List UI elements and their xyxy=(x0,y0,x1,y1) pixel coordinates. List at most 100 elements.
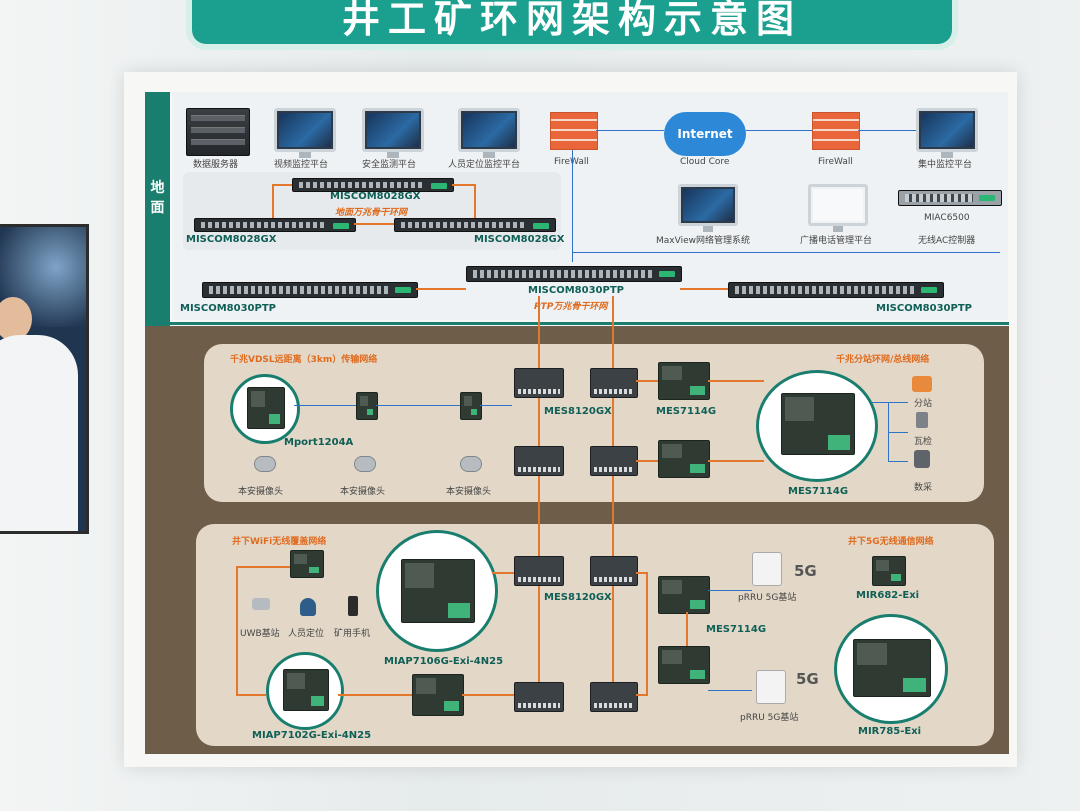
mes8120-switch-icon xyxy=(514,446,564,476)
mes7114-board-icon xyxy=(658,576,710,614)
ring-network-title: 千兆分站环网/总线网络 xyxy=(836,355,930,365)
miap7102-circle xyxy=(266,652,344,730)
mes7114-large-board-icon xyxy=(781,393,855,455)
camera-icon xyxy=(254,456,276,472)
mes7114-circle-label: MES7114G xyxy=(788,486,849,497)
switch-center-label: MISCOM8030PTP xyxy=(528,285,624,296)
prru-bottom-label: pRRU 5G基站 xyxy=(740,713,799,723)
broadcast-label: 广播电话管理平台 xyxy=(800,236,873,246)
data-acquisition-label: 数采 xyxy=(914,483,933,493)
cloud-core-label: Cloud Core xyxy=(680,157,730,167)
maxview-icon xyxy=(678,184,738,232)
data-server-icon xyxy=(186,108,250,156)
wifi-network-title: 井下WiFi无线覆盖网络 xyxy=(232,537,327,547)
link-cloud-firewall xyxy=(746,130,812,131)
ring-link-left-top xyxy=(272,184,292,186)
mes7114-board-icon xyxy=(658,646,710,684)
firewall-icon xyxy=(812,112,860,150)
prru-top-label: pRRU 5G基站 xyxy=(738,593,797,603)
miac-controller-icon xyxy=(898,190,1002,206)
vdsl-network-title: 千兆VDSL远距离（3km）传输网络 xyxy=(230,355,378,365)
vdsl-link-2 xyxy=(376,405,460,406)
camera-icon xyxy=(354,456,376,472)
mine-phone-label: 矿用手机 xyxy=(334,629,371,639)
switch-far-left-label: MISCOM8030PTP xyxy=(180,303,276,314)
gas-sensor-label: 瓦检 xyxy=(914,437,933,447)
wifi-ring-bottom xyxy=(338,694,412,696)
5g-link xyxy=(708,590,752,591)
link-firewall-cloud xyxy=(596,130,664,131)
5g-ring xyxy=(686,612,688,646)
mes8120-switch-icon xyxy=(590,556,638,586)
wifi-board-icon xyxy=(412,674,464,716)
ring-link xyxy=(636,460,658,462)
mes8120-lower-label: MES8120GX xyxy=(544,592,612,603)
broadcast-icon xyxy=(808,184,868,232)
miap7106-label: MIAP7106G-Exi-4N25 xyxy=(384,656,504,667)
vdsl-extender-icon xyxy=(460,392,482,420)
ptp-link-left xyxy=(416,288,466,290)
person-platform-label: 人员定位监控平台 xyxy=(448,160,521,170)
5g-top-icon: 5G xyxy=(794,562,817,580)
miap7102-board-icon xyxy=(283,669,329,711)
miap7106-circle xyxy=(376,530,498,652)
mir682-router-icon xyxy=(872,556,906,586)
mes7114-upper-label: MES7114G xyxy=(656,406,717,417)
miac-label: MIAC6500 xyxy=(924,213,970,223)
wifi-ring-bottom xyxy=(236,694,266,696)
vdsl-extender-icon xyxy=(356,392,378,420)
camera-label: 本安摄像头 xyxy=(238,487,284,497)
internet-cloud-icon: Internet xyxy=(664,112,746,156)
bus-link xyxy=(872,402,908,403)
ring-link-right xyxy=(474,184,476,218)
miscom8028gx-left-switch xyxy=(194,218,356,232)
ground-ring-label: 地面万兆骨干环网 xyxy=(335,208,408,218)
vdsl-link-3 xyxy=(480,405,512,406)
firewall-right-label: FireWall xyxy=(818,157,853,167)
mes8120-switch-icon xyxy=(590,446,638,476)
maxview-label: MaxView网络管理系统 xyxy=(656,236,750,246)
mir785-circle xyxy=(834,614,948,724)
ground-label: 地 面 xyxy=(150,180,165,216)
mir682-label: MIR682-Exi xyxy=(856,590,920,601)
ring-link xyxy=(708,380,764,382)
miscom8030ptp-center-switch xyxy=(466,266,682,282)
camera-label: 本安摄像头 xyxy=(446,487,492,497)
5g-bottom-icon: 5G xyxy=(796,670,819,688)
mes8120-switch-icon xyxy=(514,682,564,712)
link-core-bus xyxy=(572,252,1000,253)
miscom8028gx-right-switch xyxy=(394,218,556,232)
section-divider xyxy=(145,322,1009,325)
bus-link xyxy=(888,432,908,433)
switch-top-label: MISCOM8028GX xyxy=(330,191,421,202)
mir785-label: MIR785-Exi xyxy=(858,726,922,737)
video-platform-icon xyxy=(274,108,336,158)
wireless-ac-label: 无线AC控制器 xyxy=(918,236,976,246)
data-acquisition-icon xyxy=(914,450,930,468)
ring-link-right-top xyxy=(452,184,474,186)
mes7114-circle xyxy=(756,370,878,482)
wifi-ap-icon xyxy=(290,550,324,578)
security-platform-label: 安全监测平台 xyxy=(362,160,417,170)
mine-phone-icon xyxy=(348,596,358,616)
mes8120-switch-icon xyxy=(514,368,564,398)
mir785-board-icon xyxy=(853,639,931,697)
link-firewall-core xyxy=(572,150,573,262)
wifi-ring-bottom xyxy=(462,694,514,696)
prru-station-icon xyxy=(752,552,782,586)
ring-link xyxy=(636,380,658,382)
video-platform-label: 视频监控平台 xyxy=(274,160,329,170)
ptp-link-right xyxy=(680,288,728,290)
person-head xyxy=(0,297,32,341)
vdsl-link-1 xyxy=(294,405,356,406)
side-screen-photo xyxy=(0,224,89,534)
ring-link xyxy=(708,460,764,462)
mes8120-switch-icon xyxy=(514,556,564,586)
security-platform-icon xyxy=(362,108,424,158)
backbone-left xyxy=(538,296,540,696)
bus-link xyxy=(888,461,908,462)
firewall-left-label: FireWall xyxy=(554,157,589,167)
person-location-label: 人员定位 xyxy=(288,629,325,639)
mes7114-board-icon xyxy=(658,440,710,478)
central-platform-icon xyxy=(916,108,978,158)
